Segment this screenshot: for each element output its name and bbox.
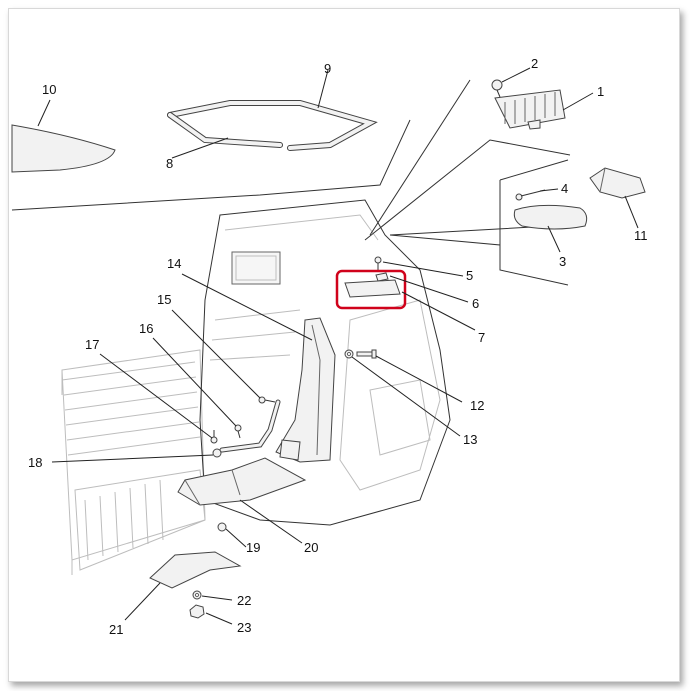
callouts: 1 2 3 4 5 6 7 8 9 10 11 12 13 14 15 16 1… [28, 56, 648, 637]
part-2-screw [491, 79, 503, 98]
callout-2: 2 [531, 56, 538, 71]
part-1-lamp-assembly [494, 89, 566, 130]
callout-4: 4 [561, 181, 568, 196]
callout-6: 6 [472, 296, 479, 311]
callout-1: 1 [597, 84, 604, 99]
cab-rear-panel [199, 199, 451, 526]
part-17-screw [210, 430, 218, 444]
callout-23: 23 [237, 620, 251, 635]
callout-21: 21 [109, 622, 123, 637]
callout-8: 8 [166, 156, 173, 171]
leader-lines [37, 67, 639, 625]
part-19-nut [217, 522, 227, 532]
highlight-box [335, 269, 407, 310]
part-15-screw [258, 396, 276, 404]
part-7-trim-strip [344, 279, 401, 298]
callout-22: 22 [237, 593, 251, 608]
part-22-washer [192, 590, 202, 600]
part-6-clip [375, 272, 389, 282]
callout-12: 12 [470, 398, 484, 413]
part-10-roof-panel [11, 124, 116, 173]
part-12-bolt [356, 349, 377, 359]
callout-15: 15 [157, 292, 171, 307]
callout-9: 9 [324, 61, 331, 76]
part-21-bracket [149, 551, 242, 589]
part-23-nut [189, 604, 205, 619]
part-9-weatherstrip-frame [167, 100, 378, 151]
callout-7: 7 [478, 330, 485, 345]
callout-14: 14 [167, 256, 181, 271]
callout-19: 19 [246, 540, 260, 555]
callout-5: 5 [466, 268, 473, 283]
part-14-pillar-trim [275, 317, 336, 463]
cab-rear-window [231, 251, 281, 285]
truck-bed-outline [61, 349, 206, 575]
callout-11: 11 [634, 228, 648, 243]
part-4-screw [515, 189, 546, 201]
callout-18: 18 [28, 455, 42, 470]
callout-3: 3 [559, 254, 566, 269]
callout-16: 16 [139, 321, 153, 336]
part-18-strap [212, 399, 281, 458]
callout-10: 10 [42, 82, 56, 97]
section-lines [11, 79, 571, 286]
callout-20: 20 [304, 540, 318, 555]
callout-13: 13 [463, 432, 477, 447]
diagram-frame [8, 8, 680, 682]
part-11-bracket [589, 167, 646, 199]
part-3-lens [513, 204, 588, 230]
part-13-washer [344, 349, 354, 359]
callout-17: 17 [85, 337, 99, 352]
part-20-scuff-plate [177, 457, 307, 506]
part-16-screw [234, 424, 242, 439]
